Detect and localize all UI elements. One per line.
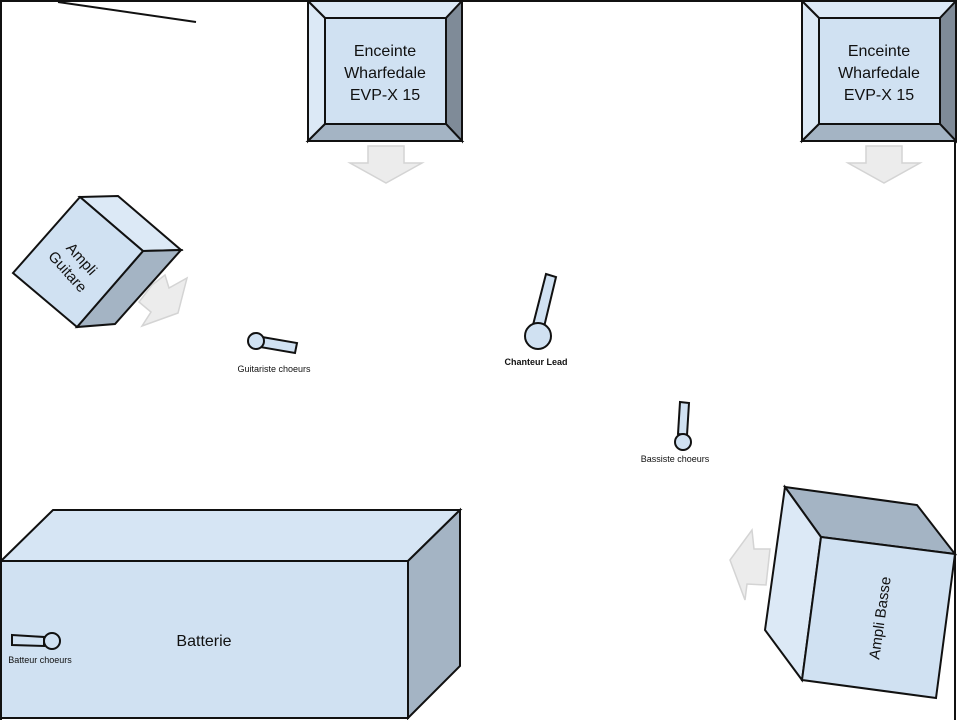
speaker-right[interactable]: Enceinte Wharfedale EVP-X 15 [799, 0, 957, 144]
speaker-right-label-1: Enceinte [848, 43, 910, 60]
drum-kit-label: Batterie [176, 633, 231, 650]
speaker-left[interactable]: Enceinte Wharfedale EVP-X 15 [305, 0, 465, 144]
speaker-right-label-3: EVP-X 15 [844, 87, 914, 104]
stray-line [57, 1, 197, 23]
bassist-microphone[interactable] [674, 400, 692, 451]
lead-singer-microphone[interactable] [524, 272, 558, 350]
bassist-mic-label: Bassiste choeurs [641, 454, 710, 464]
speaker-left-label-2: Wharfedale [344, 65, 426, 82]
speaker-left-label-3: EVP-X 15 [350, 87, 420, 104]
speaker-right-label-2: Wharfedale [838, 65, 920, 82]
bass-amp-direction-arrow [729, 527, 771, 601]
drummer-mic-label: Batteur choeurs [8, 655, 72, 665]
bass-amp[interactable]: Ampli Basse [763, 484, 957, 700]
drum-kit[interactable]: Batterie [0, 507, 463, 720]
speaker-left-direction-arrow [347, 145, 425, 184]
speaker-right-direction-arrow [845, 145, 923, 184]
guitarist-microphone[interactable] [247, 332, 299, 355]
guitarist-mic-label: Guitariste choeurs [237, 364, 311, 374]
guitar-amp[interactable]: Ampli Guitare [11, 194, 184, 329]
lead-singer-mic-label: Chanteur Lead [504, 357, 567, 367]
drummer-microphone[interactable] [11, 632, 61, 650]
speaker-left-label-1: Enceinte [354, 43, 416, 60]
guitar-amp-direction-arrow [137, 273, 189, 328]
